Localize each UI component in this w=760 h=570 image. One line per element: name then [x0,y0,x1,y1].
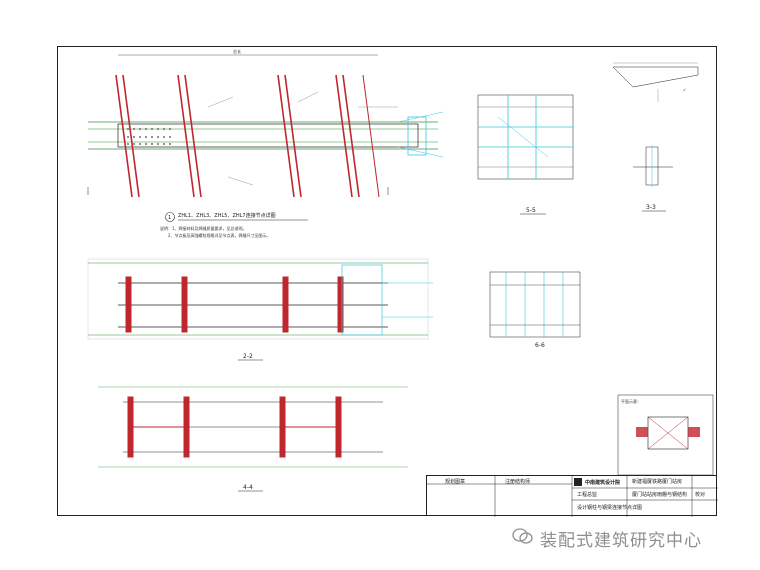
section-2-2-label: 2-2 [243,353,253,360]
subproject-name: 厦门站站房雨棚与钢结构 [632,492,688,498]
stamp-cell: 规划图章 [445,479,466,485]
callout-number: 1 [168,215,171,221]
drawing-canvas: 总长 [87,48,714,492]
note-2: 2、节点板及高强螺栓规格详见节点表，焊缝尺寸见图示。 [168,232,271,238]
project-name: 新建福厦铁路厦门站房 [632,479,683,485]
section-5-5-label: 5-5 [526,207,536,214]
institute-name: 中南建筑设计院 [585,480,621,486]
section-6-6-label: 6-6 [535,342,545,349]
tapered-plate-detail: ↙ [612,62,699,102]
drawing-sheet: 总长 [57,46,717,516]
elevation-view: 总长 [87,48,444,238]
beam-node-title: ZHL1、ZHL3、ZHL5、ZHL7连接节点详图 [178,212,276,219]
section-6-6: 6-6 [489,271,581,349]
section-3-3: 3-3 [633,145,673,212]
slanted-columns [115,74,380,198]
wechat-icon [512,528,533,544]
note-1: 说明：1、焊接材料及焊缝质量要求，见总说明。 [160,225,247,231]
section-2-2: 2-2 [87,258,433,361]
section-4-4-label: 4-4 [243,484,253,491]
engineer-cell: 注册结构师 [505,479,531,485]
watermark-text: 装配式建筑研究中心 [540,531,702,551]
role-2: 设计 [577,505,588,511]
role-1: 工程总监 [577,492,598,498]
plan-key: 平面示意： [617,394,714,476]
role-3: 校对 [695,492,706,498]
title-block: 规划图章 注册结构师 中南建筑设计院 工程总监 设计 新建福厦铁路厦门站房 厦门… [426,475,718,517]
drawing-name: 钢柱与钢梁连接节点详图 [587,505,643,511]
section-5-5: 5-5 [477,94,574,215]
section-3-3-label: 3-3 [646,204,656,211]
plan-label: 平面示意： [621,398,641,404]
institute-logo-icon [574,478,582,486]
svg-text:↙: ↙ [683,87,686,92]
bolt-group [127,128,171,145]
top-dimension-label: 总长 [233,48,241,54]
section-4-4: 4-4 [98,386,408,492]
callout-circle [165,212,175,222]
